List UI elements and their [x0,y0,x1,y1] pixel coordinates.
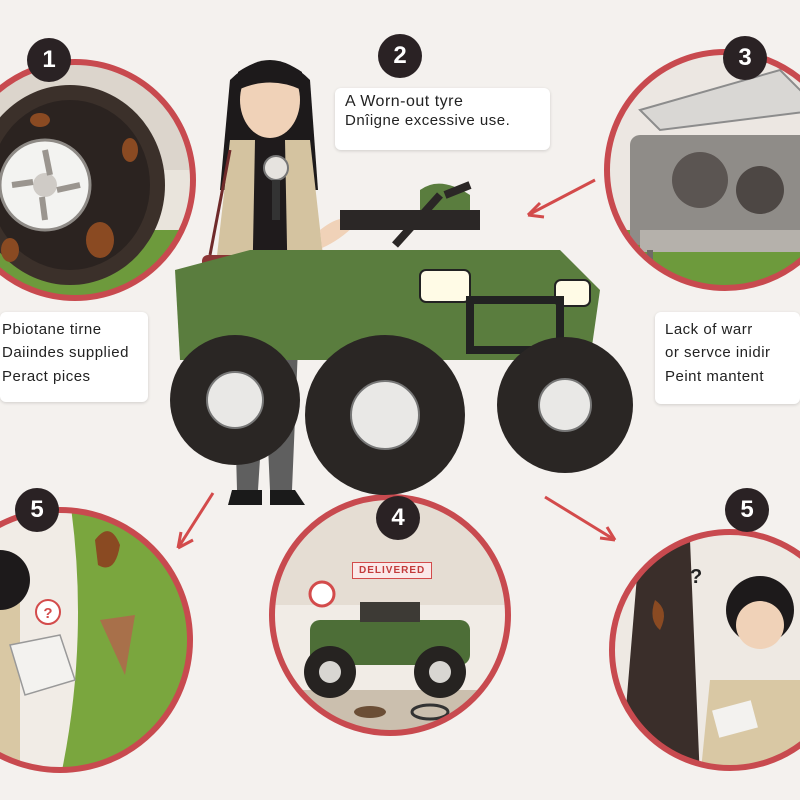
step-badge-4: 4 [376,496,420,540]
arrow-to-panel-3 [526,178,596,219]
panel-5b-ring [609,529,800,771]
caption-right: Lack of warr or servce inidir Peint mant… [665,318,771,388]
caption-top: A Worn-out tyre Dnîigne excessive use. [345,92,510,131]
caption-left-line-2: Daiindes supplied [2,344,129,362]
step-badge-3: 3 [723,36,767,80]
svg-text:?: ? [43,605,52,622]
caption-right-line-2: or servce inidir [665,344,771,362]
caption-top-line-1: A Worn-out tyre [345,93,464,110]
arrow-to-panel-5b [544,495,617,542]
step-badge-5-right: 5 [725,488,769,532]
panel-5b-confused [612,532,800,768]
panel-5a-ring [0,507,193,773]
caption-top-line-2: Dnîigne excessive use. [345,112,511,129]
caption-left-line-3: Peract pices [2,367,91,385]
atv-vehicle [170,181,633,495]
step-badge-1: 1 [27,38,71,82]
caption-top-bubble [335,88,550,150]
caption-left-bubble [0,312,148,402]
question-icon-left: ? [35,599,61,625]
caption-right-line-3: Peint mantent [665,367,765,385]
panel-5a-reading [0,510,190,770]
panel-1-ring [0,59,196,301]
step-badge-2: 2 [378,34,422,78]
caption-left-line-1: Pbiotane tirne [2,321,102,338]
question-mark-right: ? [690,566,702,588]
caption-left: Pbiotane tirne Daiindes supplied Peract … [2,318,129,388]
panel-3-engine [607,52,800,288]
panel-4-sign: DELIVERED [352,562,433,579]
arrow-to-panel-5a [176,492,215,550]
caption-right-bubble [655,312,800,404]
step-badge-5-left: 5 [15,488,59,532]
caption-right-line-1: Lack of warr [665,321,753,338]
